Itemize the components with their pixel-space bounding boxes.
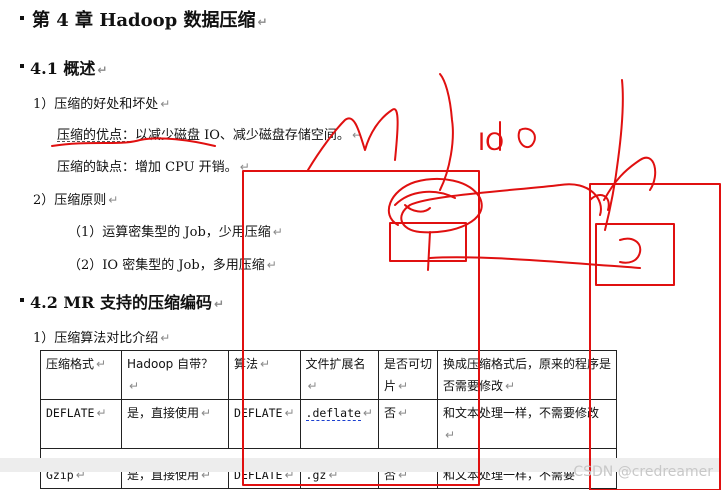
dashed-underline — [57, 140, 135, 142]
ink-loop-stroke — [387, 178, 602, 234]
ink-hook-stroke — [619, 237, 642, 264]
bullet-marker — [20, 64, 24, 68]
table-header-row: 压缩格式↵ Hadoop 自带？↵ 算法↵ 文件扩展名↵ 是否可切片↵ 换成压缩… — [40, 350, 617, 400]
table-header-cell: 换成压缩格式后，原来的程序是否需要修改↵ — [436, 350, 617, 400]
ink-zigzag-stroke — [589, 194, 610, 211]
bullet-marker — [20, 16, 24, 20]
table-cell: 是，直接使用↵ — [121, 399, 229, 449]
chapter-title: 第 4 章 Hadoop 数据压缩↵ — [32, 10, 268, 31]
bullet-marker — [20, 298, 24, 302]
table-cell: .deflate↵ — [299, 399, 379, 449]
ink-letter-o — [517, 127, 536, 149]
table-cell: 否↵ — [377, 399, 438, 449]
ink-zigzag-stroke — [603, 156, 657, 201]
table-cell: DEFLATE↵ — [228, 399, 301, 449]
subheading-compare: 1）压缩算法对比介绍↵ — [33, 331, 171, 346]
principle-item-1: （1）运算密集型的 Job，少用压缩↵ — [68, 225, 283, 240]
ink-vertical-stroke — [604, 79, 624, 231]
section-title-overview: 4.1 概述↵ — [30, 59, 108, 78]
ink-bracket-stroke — [439, 73, 454, 191]
table-header-cell: 压缩格式↵ — [40, 350, 122, 400]
table-header-cell: 是否可切片↵ — [377, 350, 438, 400]
principle-item-2: （2）IO 密集型的 Job，多用压缩↵ — [68, 258, 277, 273]
csdn-watermark: CSDN @credreamer — [573, 464, 713, 480]
table-cell: 和文本处理一样，不需要修改↵ — [436, 399, 617, 449]
paragraph-cons: 压缩的缺点：增加 CPU 开销。↵ — [57, 160, 250, 175]
subheading-principles: 2）压缩原则↵ — [33, 193, 119, 208]
table-header-cell: Hadoop 自带？↵ — [121, 350, 229, 400]
table-cell: DEFLATE↵ — [40, 399, 122, 449]
ink-connector-stroke — [429, 256, 641, 269]
table-header-cell: 算法↵ — [228, 350, 301, 400]
table-row: DEFLATE↵ 是，直接使用↵ DEFLATE↵ .deflate↵ 否↵ 和… — [40, 399, 617, 449]
ink-box-small-left — [389, 222, 467, 262]
subheading-pros-cons: 1）压缩的好处和坏处↵ — [33, 97, 171, 112]
section-title-codecs: 4.2 MR 支持的压缩编码↵ — [30, 293, 225, 312]
ink-hook-stroke — [404, 204, 431, 213]
ink-handwriting-io: IO — [478, 128, 504, 156]
table-header-cell: 文件扩展名↵ — [299, 350, 379, 400]
ink-box-small-right — [595, 223, 675, 286]
ink-vertical-stroke — [427, 231, 431, 271]
ink-loop-stroke — [394, 190, 456, 206]
